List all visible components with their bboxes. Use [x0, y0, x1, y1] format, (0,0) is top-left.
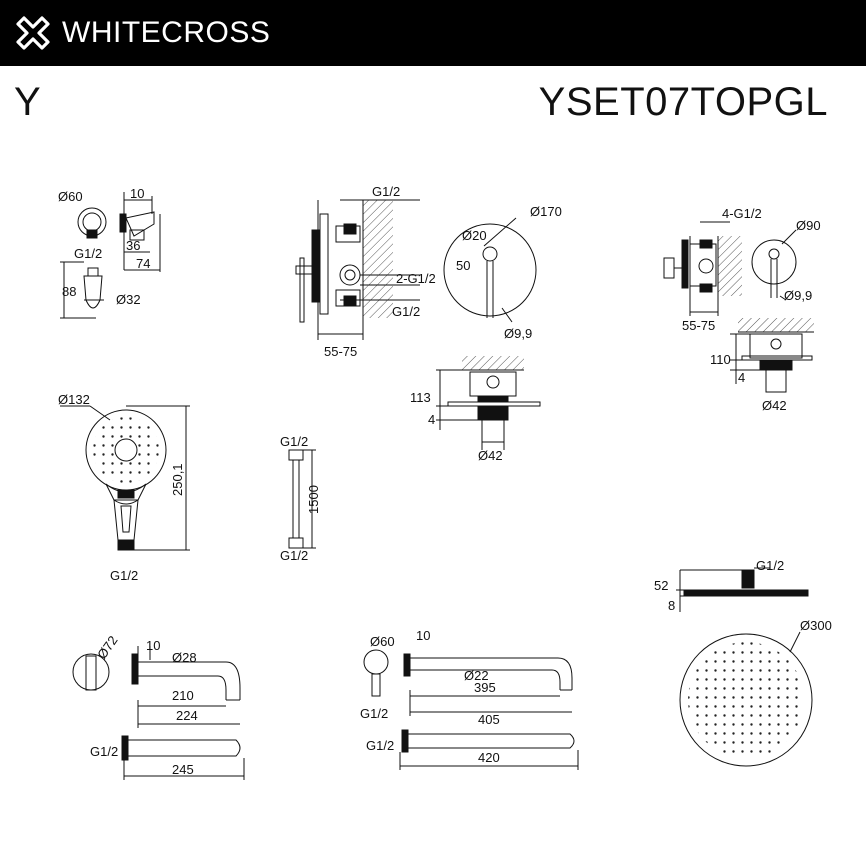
overhead-shower-drawing [676, 567, 813, 767]
label-holder-h88: 88 [62, 284, 76, 299]
label-mixer-depth: 55-75 [324, 344, 357, 359]
diverter-side-drawing [663, 221, 797, 316]
label-diverter-d99: Ø9,9 [784, 288, 812, 303]
label-diverter-h110: 110 [710, 352, 731, 367]
brand-name: WHITECROSS [62, 16, 271, 49]
label-spout-d28: Ø28 [172, 650, 197, 665]
label-diverter-d90: Ø90 [796, 218, 821, 233]
label-holder-g12: G1/2 [74, 246, 102, 261]
label-holder-d36: 36 [126, 238, 140, 253]
label-mixer-d99: Ø9,9 [504, 326, 532, 341]
label-arm-g12-b: G1/2 [366, 738, 394, 753]
whitecross-logo-icon [16, 16, 50, 50]
series-letter: Y [14, 80, 41, 124]
label-holder-d74: 74 [136, 256, 150, 271]
label-arm-d22: Ø22 [464, 668, 489, 683]
label-head-h8: 8 [668, 598, 675, 613]
label-mixer-h4: 4 [428, 412, 435, 427]
diverter-bottom-drawing [730, 318, 814, 393]
label-arm-g12-a: G1/2 [360, 706, 388, 721]
label-mixer-h50: 50 [456, 258, 470, 273]
label-diverter-d42: Ø42 [762, 398, 787, 413]
label-spout-d72: Ø72 [94, 633, 120, 662]
label-head-g12: G1/2 [756, 558, 784, 573]
label-mixer-2g12: 2-G1/2 [396, 271, 436, 286]
arm-drawing [363, 649, 579, 770]
label-mixer-g12-top: G1/2 [372, 184, 400, 199]
label-mixer-d42: Ø42 [478, 448, 503, 463]
dimension-labels: Ø60 10 G1/2 36 74 88 Ø32 G1/2 2-G1/2 G1/… [58, 184, 832, 777]
label-arm-d60: Ø60 [370, 634, 395, 649]
label-holder-d32: Ø32 [116, 292, 141, 307]
label-arm-w10: 10 [416, 628, 430, 643]
label-holder-w10: 10 [130, 186, 144, 201]
label-spout-g12: G1/2 [90, 744, 118, 759]
label-head-d300: Ø300 [800, 618, 832, 633]
label-diverter-h4: 4 [738, 370, 745, 385]
mixer-side-drawing [295, 199, 420, 340]
label-spout-l210: 210 [172, 688, 194, 703]
mixer-bottom-drawing [436, 356, 541, 450]
holder-drawing [60, 192, 161, 319]
label-mixer-g12-bot: G1/2 [392, 304, 420, 319]
label-handshower-h250: 250,1 [170, 463, 185, 496]
label-diverter-4g12: 4-G1/2 [722, 206, 762, 221]
model-code: YSET07TOPGL [538, 80, 828, 124]
label-hose-g12-top: G1/2 [280, 434, 308, 449]
label-arm-l395: 395 [474, 680, 496, 695]
label-mixer-h113: 113 [410, 390, 431, 405]
header-bar: WHITECROSS [0, 0, 866, 66]
label-mixer-d20: Ø20 [462, 228, 487, 243]
label-hose-length: 1500 [306, 485, 321, 514]
label-arm-l405: 405 [478, 712, 500, 727]
label-holder-d60: Ø60 [58, 189, 83, 204]
label-spout-l224: 224 [176, 708, 198, 723]
label-spout-l245: 245 [172, 762, 194, 777]
mixer-front-drawing [443, 217, 537, 323]
label-diverter-depth: 55-75 [682, 318, 715, 333]
label-mixer-d170: Ø170 [530, 204, 562, 219]
label-head-h52: 52 [654, 578, 668, 593]
label-arm-l420: 420 [478, 750, 500, 765]
hose-drawing [288, 449, 316, 549]
handshower-drawing [60, 405, 190, 551]
spout-drawing [72, 646, 245, 780]
label-spout-w10: 10 [146, 638, 160, 653]
label-hose-g12-bot: G1/2 [280, 548, 308, 563]
label-handshower-g12: G1/2 [110, 568, 138, 583]
label-handshower-d132: Ø132 [58, 392, 90, 407]
